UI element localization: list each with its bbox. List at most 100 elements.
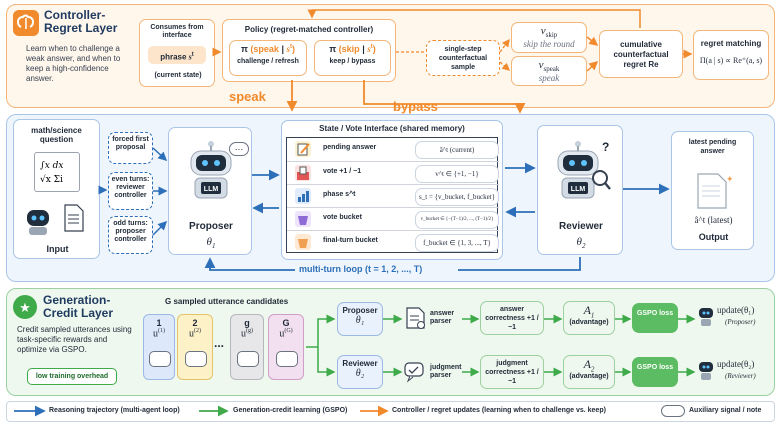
student-icon xyxy=(24,204,52,236)
row-phase: phase s^t s_t = {v_bucket, f_bucket} xyxy=(287,184,499,206)
svg-text:✦: ✦ xyxy=(726,174,732,184)
a2-symbol: A xyxy=(583,357,591,371)
output-value: â^t (latest) xyxy=(694,215,733,225)
cand-dots: ... xyxy=(214,336,225,350)
phrase-chip: phrase st xyxy=(148,46,206,64)
svg-text:∫x dx: ∫x dx xyxy=(40,161,63,171)
proposer-theta: θ1 xyxy=(169,236,253,250)
output-label: Output xyxy=(698,232,729,242)
input-label: Input xyxy=(46,244,69,254)
legend-reasoning: Reasoning trajectory (multi-agent loop) xyxy=(49,407,180,414)
update1-label: update(θ₁) xyxy=(717,305,755,315)
gen-theta1: θ₁ xyxy=(355,315,365,326)
candidate-g: g u(g) xyxy=(230,314,264,380)
svg-text:√x Σi: √x Σi xyxy=(40,174,63,185)
candidate-2: 2 u(2) xyxy=(177,314,213,380)
answer-correctness-box: answer correctness +1 / −1 xyxy=(480,301,544,335)
controller-title: Controller- Regret Layer xyxy=(44,8,118,35)
chat-icon xyxy=(237,351,259,367)
pi-skip-pi: π xyxy=(329,44,337,54)
consumes-box: Consumes from interface phrase st (curre… xyxy=(139,19,215,87)
cand-idx: 2 xyxy=(192,318,198,328)
legend-aux: Auxiliary signal / note xyxy=(689,407,762,414)
candidate-G: G u(G) xyxy=(268,314,304,380)
proposer-theta-sub: 1 xyxy=(211,242,216,251)
proposer-llm-label: LLM xyxy=(204,186,219,193)
reviewer-theta-symbol: θ xyxy=(576,236,582,248)
interface-title: State / Vote Interface (shared memory) xyxy=(319,124,465,133)
gspo-loss-2: GSPO loss xyxy=(632,357,678,387)
cand-sup: (G) xyxy=(284,328,293,334)
pi-skip-s: s xyxy=(367,44,371,54)
current-state-label: (current state) xyxy=(154,72,202,79)
controller-desc: Learn when to challenge a weak answer, a… xyxy=(26,44,121,83)
regret-formula: Π(a | s) ∝ Re⁺(a, s) xyxy=(699,56,763,65)
row-vote-bucket: vote bucket v_bucket ∈ {−(T−1)/2, ..., (… xyxy=(287,207,499,229)
a1-symbol: A xyxy=(583,303,591,317)
integral-card: ∫x dx √x Σi xyxy=(34,152,80,192)
a1-advantage: (advantage) xyxy=(569,319,609,327)
question-icon: ? xyxy=(602,140,610,154)
interface-box: State / Vote Interface (shared memory) p… xyxy=(281,120,503,260)
update2-sub: (Reviewer) xyxy=(725,372,756,380)
pi-speak-s: s xyxy=(286,44,290,54)
bypass-label: bypass xyxy=(393,99,438,114)
counterfactual-box: single-step counterfactual sample xyxy=(426,40,500,76)
update1-sub: (Proposer) xyxy=(725,318,756,326)
cand-sup: (1) xyxy=(158,328,165,334)
cand-sup: (2) xyxy=(194,328,201,334)
chat-icon xyxy=(276,351,298,367)
input-title: math/science question xyxy=(31,126,82,144)
row-label: phase s^t xyxy=(323,191,356,198)
gen-proposer-label: Proposer xyxy=(342,306,378,315)
cand-title: G sampled utterance candidates xyxy=(165,297,289,306)
v-speak-label: speak xyxy=(538,73,560,84)
row-label: pending answer xyxy=(323,144,377,151)
pi-skip-paren: (skip xyxy=(338,44,360,54)
phase-icon xyxy=(295,188,311,204)
row-value: v_bucket ∈ {−(T−1)/2, ..., (T−1)/2} xyxy=(415,211,499,229)
legend-bar xyxy=(6,401,775,422)
pi-speak-box: π (speak | st) challenge / refresh xyxy=(229,40,307,76)
cand-u: u xyxy=(279,328,285,340)
pi-speak-label: challenge / refresh xyxy=(237,58,299,65)
row-pending: pending answer â^t (current) xyxy=(287,138,499,160)
pencil-icon xyxy=(295,141,311,157)
pi-skip-close: ) xyxy=(372,44,376,54)
loop-label: multi-turn loop (t = 1, 2, ..., T) xyxy=(299,264,423,274)
cand-u: u xyxy=(189,328,194,340)
v-speak-v: v xyxy=(538,59,544,71)
gen-desc: Credit sampled utterances using task-spe… xyxy=(17,325,132,354)
row-label: final-turn bucket xyxy=(323,237,378,244)
document-icon xyxy=(64,204,84,232)
final-bucket-icon xyxy=(295,234,311,250)
candidate-1: 1 u(1) xyxy=(143,314,175,380)
update1-robot-icon xyxy=(697,305,715,327)
a2-sub: 2 xyxy=(590,365,595,374)
pi-speak-sup: t xyxy=(290,44,292,50)
gen-title: Generation- Credit Layer xyxy=(43,293,114,320)
proposer-theta-symbol: θ xyxy=(206,236,212,248)
v-speak-box: vspeak speak xyxy=(511,56,587,86)
v-skip-v: v xyxy=(540,25,546,37)
row-value: f_bucket ∈ {1, 3, ..., T} xyxy=(415,234,499,252)
consumes-title: Consumes from interface xyxy=(150,24,204,39)
pi-skip-box: π (skip | st) keep / bypass xyxy=(314,40,391,76)
reviewer-llm-label: LLM xyxy=(571,186,586,193)
cand-u: u xyxy=(241,328,246,340)
policy-box: Policy (regret-matched controller) π (sp… xyxy=(222,19,396,82)
regret-matching-title: regret matching xyxy=(700,39,762,48)
row-value: â^t (current) xyxy=(415,141,499,159)
v-skip-box: vskip skip the round xyxy=(511,22,587,53)
svg-text:★: ★ xyxy=(19,300,31,315)
cand-sup: (g) xyxy=(246,328,253,334)
output-doc-icon: ✦ xyxy=(696,172,734,210)
a1-sub: 1 xyxy=(590,311,595,320)
reviewer-box: LLM ? Reviewer θ2 xyxy=(537,125,623,255)
input-box: math/science question ∫x dx √x Σi Input xyxy=(13,119,100,259)
cumulative-box: cumulative counterfactual regret Re xyxy=(599,30,683,78)
ballot-icon xyxy=(295,165,311,181)
pi-skip-sup: t xyxy=(370,44,373,50)
gen-reviewer-box: Reviewer θ₂ xyxy=(337,355,383,389)
